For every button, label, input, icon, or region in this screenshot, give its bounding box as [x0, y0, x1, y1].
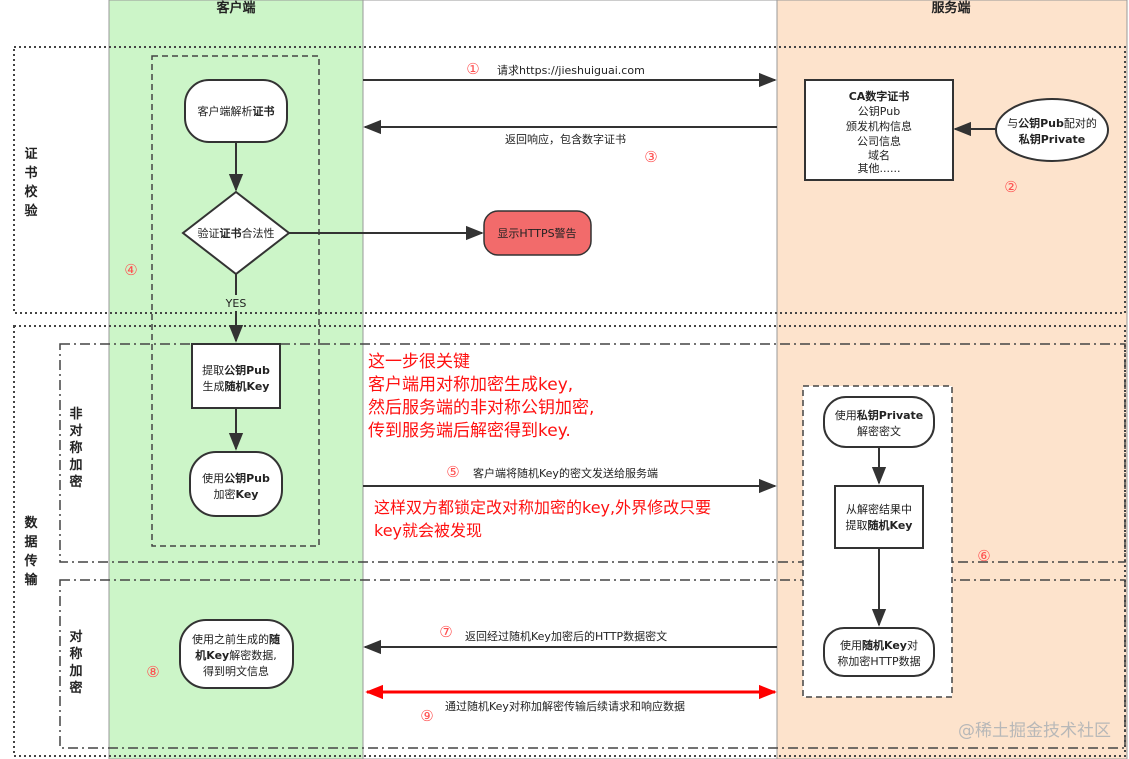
step6-number: ⑥ — [977, 547, 990, 565]
client-lane-title: 客户端 — [216, 0, 255, 16]
note-key-step: 这一步很关键 客户端用对称加密生成key, 然后服务端的非对称公钥加密, 传到服… — [368, 351, 594, 443]
validate-label: 验证证书合法性 — [198, 226, 275, 240]
server-sym-node — [823, 627, 935, 677]
step2-number: ② — [1004, 178, 1017, 196]
step5-number: ⑤ — [446, 463, 459, 481]
sym-subsection — [59, 579, 1126, 749]
extract-key-label: 从解密结果中 — [846, 502, 912, 516]
encrypt-key-label: 使用公钥Pub — [202, 471, 270, 485]
gen-key-label: 提取公钥Pub — [202, 363, 270, 377]
section-label-sym: 对称加密 — [68, 629, 82, 696]
ca-cert-line: 其他...... — [858, 162, 901, 175]
private-key-label: 与公钥Pub配对的 — [1007, 116, 1097, 130]
client-group-box — [151, 55, 320, 547]
section-label-cert-check: 证书校验 — [24, 147, 38, 219]
parse-cert-label: 客户端解析证书 — [198, 104, 275, 118]
vertical-label-text: 非对称加密 — [68, 406, 82, 490]
step5-label: 客户端将随机Key的密文发送给服务端 — [473, 466, 658, 480]
ca-cert-node — [804, 79, 954, 181]
decrypt-label: 解密密文 — [857, 424, 901, 438]
ca-cert-line: 域名 — [868, 148, 890, 162]
https-warning-node — [483, 210, 592, 256]
extract-key-label: 提取随机Key — [846, 518, 913, 532]
step7-number: ⑦ — [439, 623, 452, 641]
extract-key-node — [834, 485, 924, 549]
client-sym-node — [179, 619, 294, 689]
cert-check-section — [13, 46, 1126, 314]
vertical-label-text: 证书校验 — [24, 147, 38, 219]
note-line: key就会被发现 — [374, 521, 483, 540]
ca-cert-title: CA数字证书 — [849, 89, 910, 103]
note-line: 然后服务端的非对称公钥加密, — [368, 398, 595, 418]
watermark: @稀土掘金技术社区 — [958, 721, 1111, 741]
note-line: 传到服务端后解密得到key. — [368, 421, 571, 441]
gen-key-label: 生成随机Key — [203, 379, 270, 393]
client-sym-label: 使用之前生成的随 — [192, 632, 280, 646]
note-key-lock: 这样双方都锁定改对称加密的key,外界修改只要 key就会被发现 — [374, 496, 711, 542]
server-sym-label: 使用随机Key对 — [840, 638, 918, 652]
yes-label-bg — [222, 295, 250, 311]
private-key-node — [995, 98, 1109, 162]
step7-label: 返回经过随机Key加密后的HTTP数据密文 — [465, 629, 667, 643]
note-line: 这样双方都锁定改对称加密的key,外界修改只要 — [374, 498, 712, 517]
step1-number: ① — [466, 60, 479, 78]
ca-cert-line: 颁发机构信息 — [846, 119, 912, 133]
step1-label: 请求https://jieshuiguai.com — [497, 64, 645, 77]
decrypt-label: 使用私钥Private — [835, 408, 924, 422]
step4-number: ④ — [124, 261, 137, 279]
step3-number: ③ — [644, 148, 657, 166]
encrypt-key-label: 加密Key — [214, 487, 259, 501]
step8-number: ⑧ — [146, 663, 159, 681]
note-line: 客户端用对称加密生成key, — [368, 375, 574, 395]
server-lane-title: 服务端 — [931, 0, 970, 16]
note-line: 这一步很关键 — [368, 352, 470, 372]
encrypt-key-node — [189, 451, 283, 517]
section-label-data-transfer: 数据传输 — [23, 515, 38, 588]
asym-subsection — [59, 343, 1126, 563]
section-label-asym: 非对称加密 — [68, 406, 82, 490]
client-sym-label: 得到明文信息 — [203, 664, 269, 678]
vertical-label-text: 数据传输 — [23, 515, 38, 588]
yes-label: YES — [225, 297, 247, 310]
vertical-label-text: 对称加密 — [68, 629, 82, 696]
step9-number: ⑨ — [420, 707, 433, 725]
https-warning-label: 显示HTTPS警告 — [497, 226, 576, 240]
ca-cert-line: 公司信息 — [857, 134, 901, 148]
decrypt-node — [823, 396, 935, 448]
step9-label: 通过随机Key对称加解密传输后续请求和响应数据 — [445, 699, 685, 713]
step3-label: 返回响应，包含数字证书 — [505, 132, 626, 146]
server-sym-label: 称加密HTTP数据 — [837, 654, 920, 668]
client-sym-label: 机Key解密数据, — [195, 648, 276, 662]
ca-cert-line: 公钥Pub — [858, 104, 900, 118]
private-key-label: 私钥Private — [1019, 132, 1086, 146]
gen-key-node — [191, 343, 281, 409]
